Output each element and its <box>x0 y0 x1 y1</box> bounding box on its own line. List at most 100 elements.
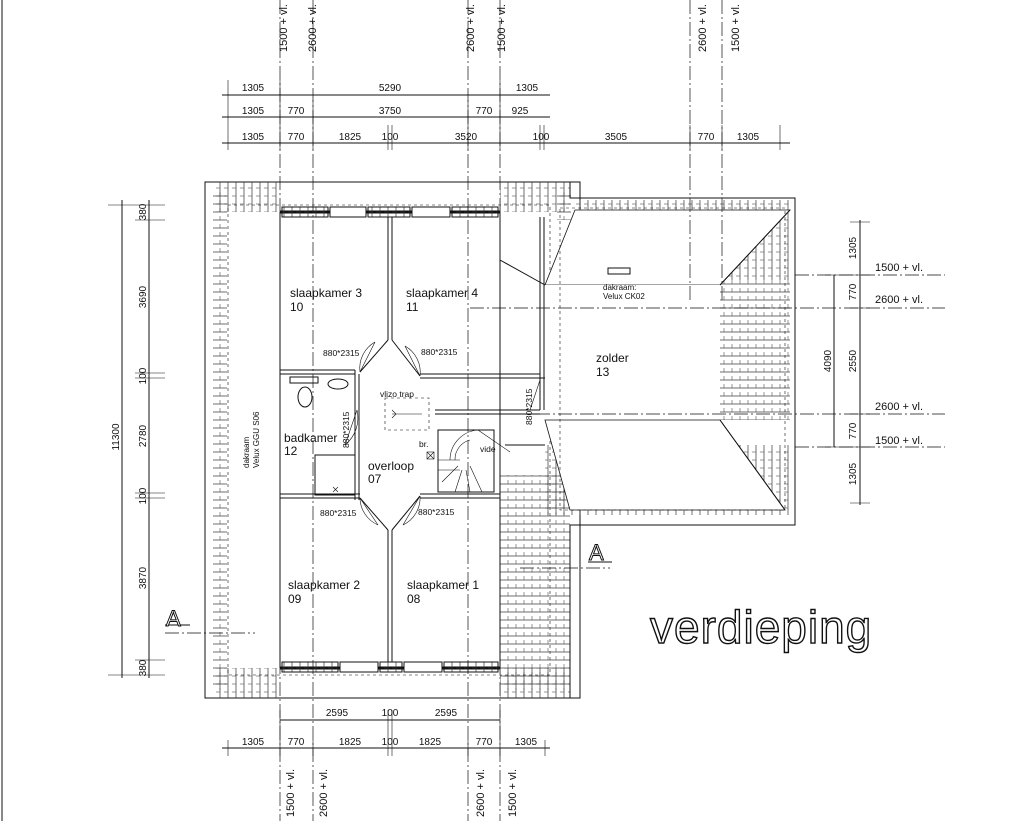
roof-tiles-left <box>213 190 227 690</box>
room-number-08: 08 <box>407 592 421 606</box>
roof-tiles-top-right <box>500 182 570 212</box>
hip-line-bottom <box>719 419 786 511</box>
dim-bottom-2-6: 770 <box>476 737 493 748</box>
dim-top-2-3: 3750 <box>379 106 402 117</box>
level-top-3: 2600 + vl. <box>465 4 477 52</box>
room-name-slaapkamer-4: slaapkamer 4 <box>406 286 478 300</box>
dim-top-1-3: 1305 <box>516 83 539 94</box>
hip-line-top <box>719 209 791 286</box>
dim-top-2-4: 770 <box>476 106 493 117</box>
wall-bedroom1-2 <box>387 530 393 662</box>
label-dakraam-bad-type: Velux GGU S06 <box>252 411 261 468</box>
dim-bottom-1-1: 2595 <box>326 708 349 719</box>
dim-bottom-2-7: 1305 <box>515 737 538 748</box>
vlizo-trap-hatch <box>384 397 430 431</box>
toilet <box>297 386 313 408</box>
dim-right-4: 770 <box>848 422 859 439</box>
wall-bedroom3-bath <box>280 369 355 375</box>
dim-right-5: 1305 <box>848 462 859 485</box>
level-top-4: 1500 + vl. <box>496 4 508 52</box>
sink <box>289 376 319 384</box>
door-size-2: 880*2315 <box>421 347 458 357</box>
roof-slope-bottom <box>544 419 786 511</box>
level-bottom-4: 1500 + vl. <box>507 769 519 817</box>
window-bottom-1 <box>281 661 339 673</box>
drawing-title: verdieping <box>650 601 872 653</box>
room-name-slaapkamer-2: slaapkamer 2 <box>288 578 360 592</box>
roof-tiles-bottom-left <box>213 668 280 698</box>
dim-top-3-5: 3520 <box>455 132 478 143</box>
level-bottom-2: 2600 + vl. <box>318 769 330 817</box>
window-top-3 <box>367 206 411 218</box>
walls-overloop-angled <box>359 339 421 531</box>
dim-bottom-1-3: 2595 <box>435 708 458 719</box>
shower-drain <box>332 486 339 493</box>
door-swing-bath <box>344 409 359 446</box>
dim-bottom-2-4: 100 <box>382 737 399 748</box>
door-swing-3 <box>359 497 379 526</box>
washbasin <box>327 378 349 390</box>
dim-top-2-2: 770 <box>288 106 305 117</box>
wall-bath-overloop <box>354 370 360 500</box>
dim-left-2: 3690 <box>138 285 149 308</box>
level-top-2: 2600 + vl. <box>307 4 319 52</box>
dim-bottom-2-2: 770 <box>288 737 305 748</box>
level-top-5: 2600 + vl. <box>697 4 709 52</box>
window-top-5 <box>451 206 499 218</box>
dim-top-1-2: 5290 <box>379 83 402 94</box>
window-bottom-4 <box>403 661 443 673</box>
zolder-floor <box>545 285 720 420</box>
level-bottom-1: 1500 + vl. <box>285 769 297 817</box>
door-size-5: 880*2315 <box>320 508 357 518</box>
dim-top-3-8: 770 <box>698 132 715 143</box>
valley-line-top <box>499 259 546 286</box>
dim-top-3-1: 1305 <box>242 132 265 143</box>
window-bottom-3 <box>379 661 403 673</box>
dim-left-total: 11300 <box>111 423 122 451</box>
dim-bottom-2-1: 1305 <box>242 737 265 748</box>
dim-top-3-2: 770 <box>288 132 305 143</box>
door-size-4: 880*2315 <box>524 388 534 425</box>
wall-overloop-bedroom1 <box>420 493 500 499</box>
br-symbol <box>426 451 435 460</box>
door-swing-2 <box>404 345 421 377</box>
room-name-zolder: zolder <box>596 351 629 365</box>
dim-top-3-9: 1305 <box>737 132 760 143</box>
dim-lines-left <box>108 200 165 678</box>
wall-bedroom3-4 <box>387 217 393 340</box>
door-swing-zolder <box>529 379 541 411</box>
label-vide: vide <box>480 444 496 454</box>
dim-left-6: 3870 <box>138 566 149 589</box>
label-dakraam-bad: dakraam <box>242 437 251 468</box>
label-vlizo-trap: vlizo trap <box>380 389 414 399</box>
room-name-overloop: overloop <box>368 459 414 473</box>
shower <box>314 454 356 496</box>
roof-tiles-zolder-right <box>720 280 790 420</box>
wall-bedroom4-zolder <box>539 217 545 410</box>
door-swing-1 <box>359 341 376 373</box>
dim-lines-right <box>825 220 870 505</box>
dim-bottom-2-5: 1825 <box>419 737 442 748</box>
dim-top-2-5: 925 <box>512 106 529 117</box>
door-size-1: 880*2315 <box>323 348 360 358</box>
dim-right-2: 770 <box>848 283 859 300</box>
dim-right-total: 4090 <box>823 349 834 372</box>
dim-top-3-4: 100 <box>382 132 399 143</box>
section-a-right: A <box>589 540 604 565</box>
window-bottom-5 <box>443 661 499 673</box>
stair-treads <box>438 429 483 493</box>
dim-lines-bottom <box>222 710 550 756</box>
window-top-4 <box>411 206 451 218</box>
dim-left-3: 100 <box>138 367 149 384</box>
room-number-11: 11 <box>406 300 419 314</box>
dim-right-3: 2550 <box>848 349 859 372</box>
wall-bath-bedroom2 <box>280 493 360 499</box>
room-number-13: 13 <box>596 365 610 379</box>
room-name-slaapkamer-1: slaapkamer 1 <box>407 578 479 592</box>
dim-left-1: 380 <box>138 203 149 220</box>
room-number-09: 09 <box>288 592 302 606</box>
roof-tiles-top-left <box>213 182 280 212</box>
roof-outline-zolder <box>569 182 796 698</box>
dim-top-2-1: 1305 <box>242 106 265 117</box>
